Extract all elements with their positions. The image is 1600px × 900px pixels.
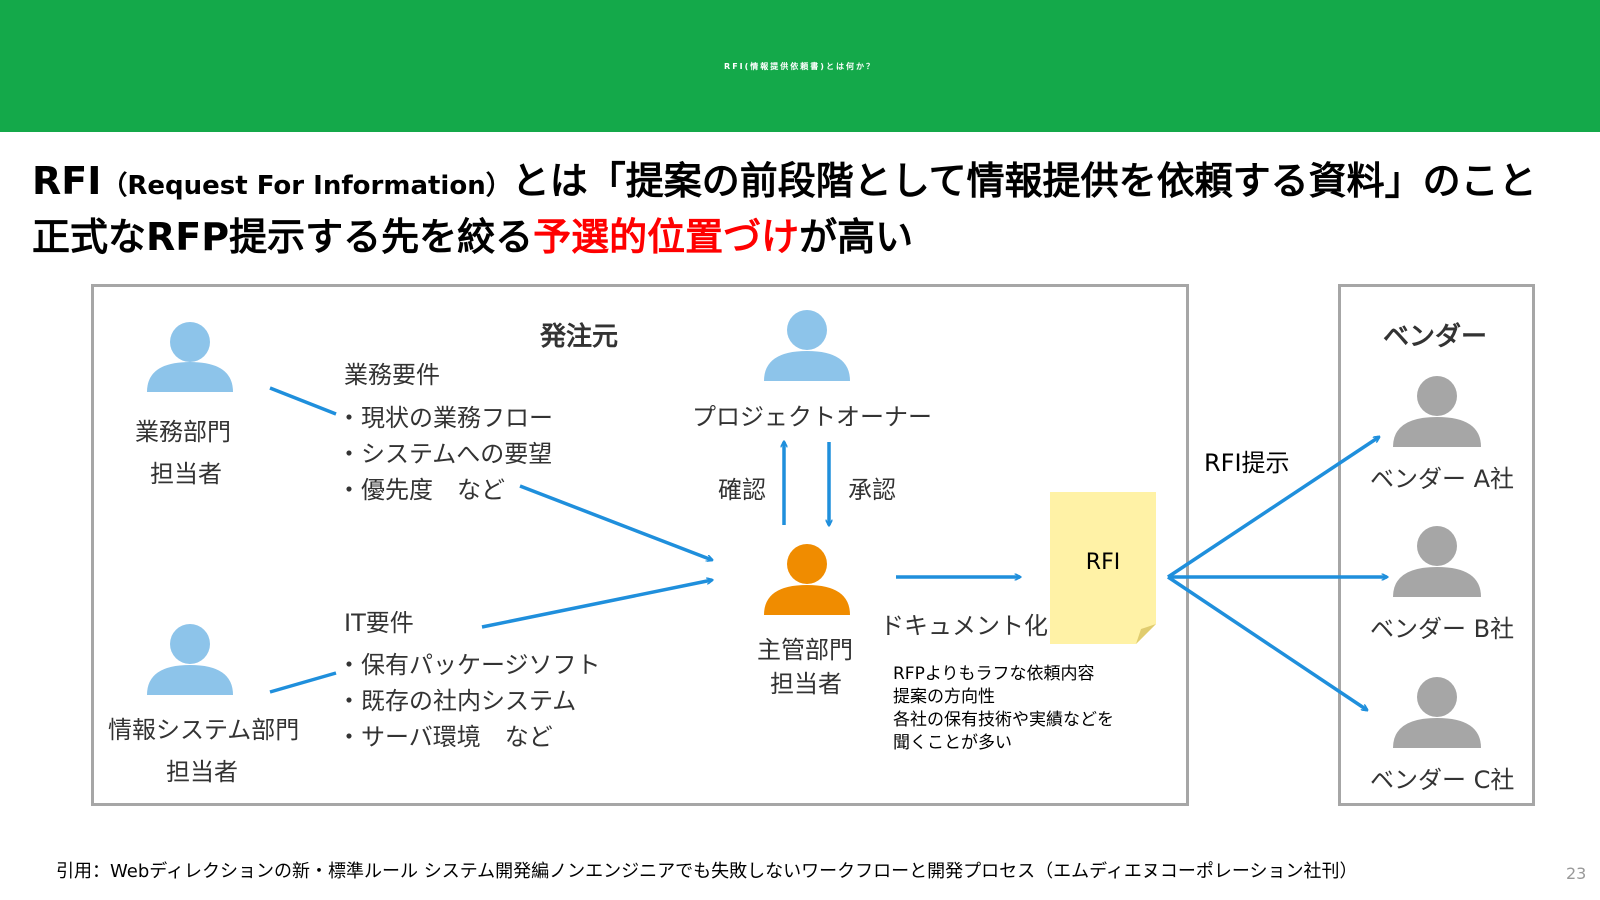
it-dept-name: 情報システム部門 (108, 716, 300, 744)
person-icon-business (147, 322, 233, 392)
citation: 引用：Webディレクションの新・標準ルール システム開発編ノンエンジニアでも失敗… (56, 861, 1358, 882)
person-icon-vendor-b (1393, 526, 1481, 597)
approve-label: 承認 (848, 476, 896, 504)
title-banner (0, 0, 1600, 132)
it-requirement-item: ・サーバ環境 など (337, 723, 553, 751)
page-number: 23 (1566, 864, 1587, 883)
vendor-b-label: ベンダー B社 (1370, 615, 1515, 643)
it-requirement-item: ・既存の社内システム (337, 687, 577, 715)
it-requirements-title: IT要件 (344, 609, 414, 637)
intro-definition: とは「提案の前段階として情報提供を依頼する資料」のこと (511, 159, 1537, 203)
it-requirements-connector (269, 671, 337, 694)
person-icon-it (147, 624, 233, 695)
intro-purpose-end: が高い (799, 215, 914, 259)
intro-rfi-fullname: （Request For Information） (101, 171, 512, 201)
rfi-document-label: RFI (1085, 550, 1121, 575)
confirm-label: 確認 (718, 476, 766, 504)
it-requirement-item: ・保有パッケージソフト (337, 651, 601, 679)
intro-rfi: RFI (32, 159, 102, 203)
it-to-main-arrow (481, 580, 712, 629)
vendor-title: ベンダー (1383, 322, 1488, 352)
documentation-label: ドキュメント化 (880, 612, 1048, 640)
it-dept-role: 担当者 (166, 758, 238, 786)
person-icon-main (764, 544, 850, 615)
vendor-c-label: ベンダー C社 (1370, 766, 1515, 794)
main-dept-role: 担当者 (770, 670, 842, 698)
intro-line-1: RFI（Request For Information）とは「提案の前段階として… (32, 150, 1537, 205)
rfi-to-vendor-a-arrow (1167, 437, 1379, 579)
page-title: RFI(情報提供依頼書)とは何か？ (724, 61, 876, 71)
business-requirement-item: ・システムへの要望 (337, 440, 553, 468)
project-owner-label: プロジェクトオーナー (692, 403, 932, 431)
rfi-note-line: 提案の方向性 (893, 687, 995, 707)
rfi-document-icon (1050, 492, 1156, 644)
vendor-a-label: ベンダー A社 (1370, 465, 1515, 493)
rfi-note-line: 聞くことが多い (893, 733, 1012, 753)
business-requirements-title: 業務要件 (344, 361, 440, 389)
intro-line-2: 正式なRFP提示する先を絞る予選的位置づけが高い (32, 206, 913, 261)
person-icon-owner (764, 310, 850, 381)
business-requirements-connector (269, 386, 337, 416)
rfi-note-line: RFPよりもラフな依頼内容 (893, 664, 1095, 684)
business-requirement-item: ・優先度 など (337, 476, 505, 504)
intro-highlight: 予選的位置づけ (533, 215, 800, 259)
rfi-to-vendor-c-arrow (1167, 575, 1367, 710)
orderer-frame (91, 284, 1189, 806)
business-dept-name: 業務部門 (135, 418, 231, 446)
business-to-main-arrow (519, 484, 712, 560)
main-dept-name: 主管部門 (757, 636, 853, 664)
business-dept-role: 担当者 (150, 460, 222, 488)
intro-purpose: 正式なRFP提示する先を絞る (32, 215, 534, 259)
vendor-frame (1338, 284, 1535, 806)
person-icon-vendor-a (1393, 376, 1481, 447)
rfi-note-line: 各社の保有技術や実績などを (893, 710, 1114, 730)
person-icon-vendor-c (1393, 677, 1481, 748)
orderer-title: 発注元 (540, 322, 619, 352)
business-requirement-item: ・現状の業務フロー (337, 404, 553, 432)
rfi-present-label: RFI提示 (1204, 449, 1290, 477)
